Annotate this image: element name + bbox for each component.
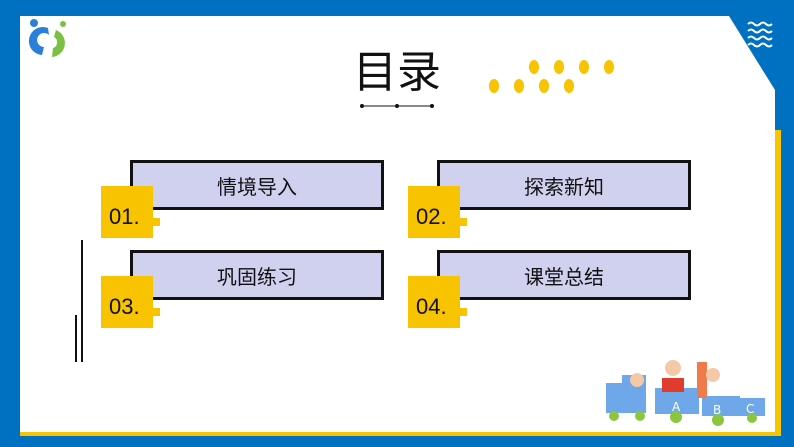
accent-tab [152,218,160,226]
wave-icon [747,21,773,48]
decorative-line [81,240,83,362]
toc-label: 情境导入 [130,160,384,210]
toc-label: 巩固练习 [130,250,384,300]
toc-label: 课堂总结 [437,250,691,300]
toc-label: 探索新知 [437,160,691,210]
toc-number: 03. [101,276,153,328]
train-letter-c: C [746,402,754,416]
train-illustration: A B C [606,360,765,426]
title-divider [360,104,434,108]
accent-tab [152,308,160,316]
decorative-line [75,315,77,362]
toc-number: 02. [408,186,460,238]
train-letter-a: A [672,400,681,414]
accent-tab [459,308,467,316]
train-letter-b: B [713,403,721,417]
decorative-dots [489,60,614,93]
toc-number: 01. [101,186,153,238]
accent-tab [459,218,467,226]
page-title: 目录 [353,47,441,98]
toc-number: 04. [408,276,460,328]
logo-icon [28,19,66,57]
